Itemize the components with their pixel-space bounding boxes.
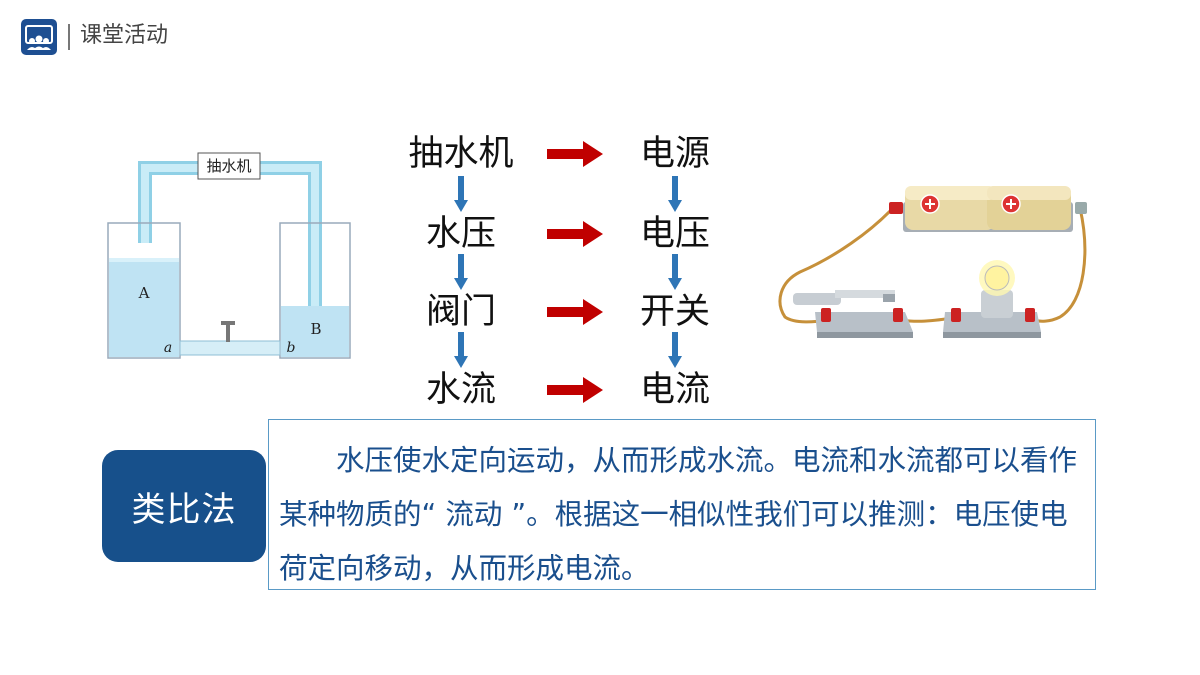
method-badge: 类比法 [102,450,266,562]
right-arrow-icon [547,299,603,325]
people-group-icon [21,19,57,55]
down-arrow-icon [668,176,682,212]
explanation-box: 水压使水定向运动，从而形成水流。电流和水流都可以看作某种物质的“ 流动 ”。根据… [268,419,1096,590]
point-a-label: a [164,340,172,356]
container-a-label: A [138,284,150,302]
electric-term-current: 电流 [639,370,710,410]
pump-label: 抽水机 [206,157,251,175]
right-arrow-icon [547,377,603,403]
water-term-valve: 阀门 [425,292,496,332]
down-arrow-icon [668,254,682,290]
electric-circuit-illustration [778,186,1087,338]
electric-term-switch: 开关 [639,292,710,332]
point-b-label: b [287,340,296,356]
method-label: 类比法 [131,489,237,530]
page-title: 课堂活动 [80,23,169,48]
down-arrow-icon [454,254,468,290]
header-divider [68,24,70,50]
right-arrow-icon [547,221,603,247]
down-arrow-icon [454,332,468,368]
electric-term-voltage: 电压 [639,214,710,254]
down-arrow-icon [454,176,468,212]
water-term-pressure: 水压 [425,214,496,254]
container-b-label: B [310,320,321,338]
right-arrow-icon [547,141,603,167]
explanation-text: 水压使水定向运动，从而形成水流。电流和水流都可以看作某种物质的“ 流动 ”。根据… [279,444,1078,585]
water-term-flow: 水流 [425,370,496,410]
water-term-pump: 抽水机 [408,134,514,174]
electric-term-source: 电源 [639,134,710,174]
water-circuit-diagram: 抽水机 A B a b [107,152,351,359]
down-arrow-icon [668,332,682,368]
